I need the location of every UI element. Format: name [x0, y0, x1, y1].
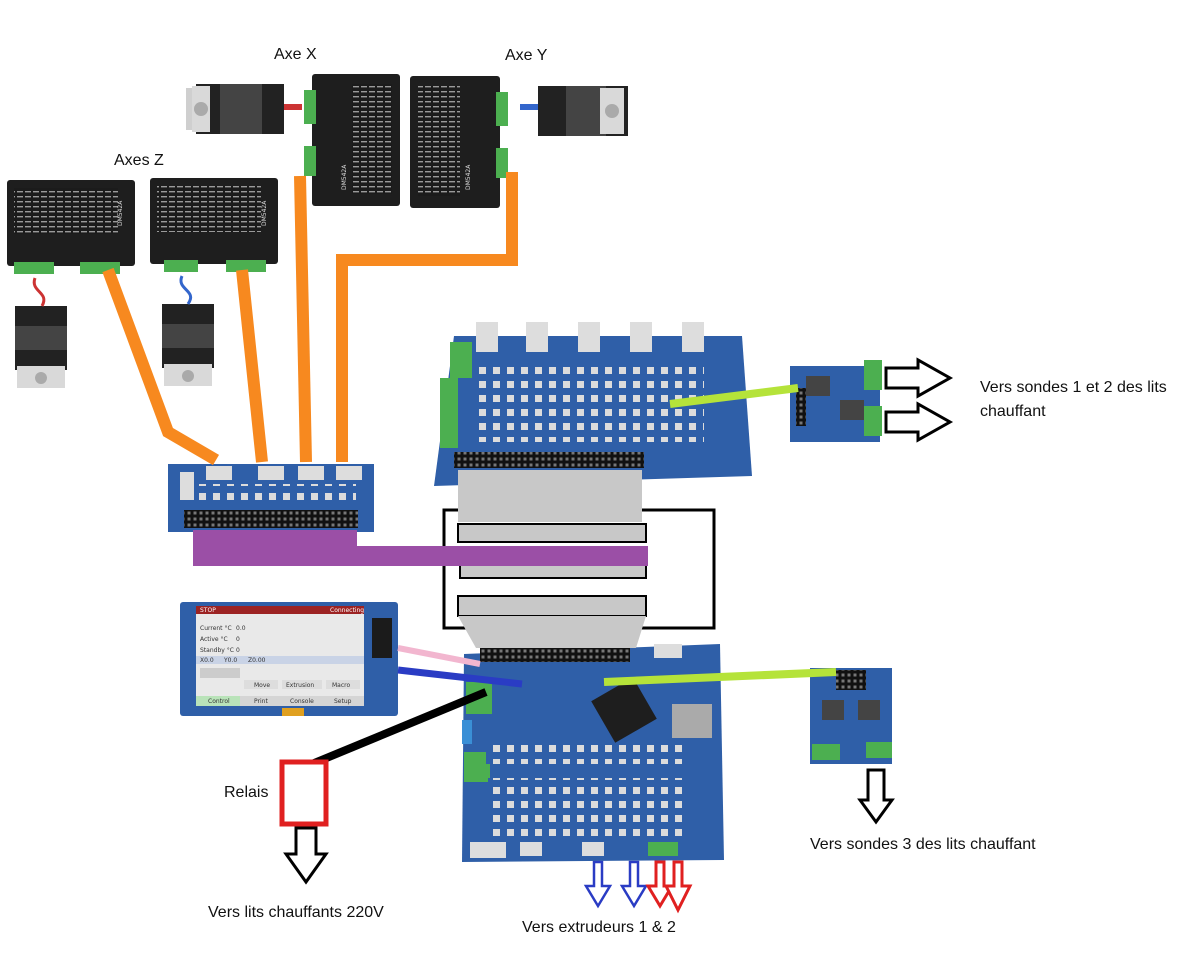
- label-axe-y: Axe Y: [505, 47, 548, 64]
- arrow-extrudeur-blue-2-icon: [619, 860, 649, 909]
- arrow-extrudeur-red-1-icon: [645, 860, 675, 909]
- driver-y: DM542A: [410, 76, 508, 208]
- tft-val-active: 0: [236, 636, 240, 643]
- arrow-sondes-3-icon: [857, 768, 895, 825]
- tft-display: STOP Connecting Current °C Active °C Sta…: [180, 602, 398, 716]
- relay-box: [279, 759, 329, 827]
- purple-ribbon-extension: [357, 546, 648, 566]
- tft-btn-extrusion: Extrusion: [286, 682, 314, 689]
- expansion-board: [434, 322, 752, 486]
- tft-tab-setup: Setup: [334, 698, 352, 705]
- driver-z2-model: DM542A: [261, 200, 268, 226]
- breakout-board: [168, 464, 374, 532]
- label-relais: Relais: [224, 784, 269, 801]
- sensor-board-2: [810, 668, 892, 764]
- label-lits-220v: Vers lits chauffants 220V: [208, 904, 384, 921]
- sensor-board-1: [790, 360, 882, 442]
- driver-z1: DM542A: [7, 180, 135, 274]
- stepper-motor-y: [520, 86, 628, 136]
- stepper-motor-z1: [15, 277, 67, 388]
- tft-val-standby: 0: [236, 647, 240, 654]
- tft-status: Connecting: [330, 607, 364, 614]
- tft-btn-move: Move: [254, 682, 270, 689]
- tft-row-active: Active °C: [200, 636, 228, 643]
- stepper-motor-x: [186, 84, 302, 134]
- tft-tab-print: Print: [254, 698, 268, 705]
- tft-coord-y: Y0.0: [223, 657, 237, 664]
- label-axes-z: Axes Z: [114, 152, 164, 169]
- driver-x-model: DM542A: [341, 164, 348, 190]
- driver-x: DM542A: [304, 74, 400, 206]
- purple-ribbon: [193, 530, 357, 566]
- label-axe-x: Axe X: [274, 46, 317, 63]
- green-wire-bottom: [603, 668, 837, 686]
- tft-coord-x: X0.0: [200, 657, 214, 664]
- stepper-motor-z2: [162, 275, 214, 386]
- tft-stop-label: STOP: [200, 607, 216, 614]
- arrow-extrudeur-blue-1-icon: [583, 860, 613, 909]
- tft-coord-z: Z0.00: [248, 657, 266, 664]
- driver-z2: DM542A: [150, 178, 278, 272]
- arrow-sondes-2-icon: [884, 401, 954, 443]
- tft-tab-console: Console: [290, 698, 314, 705]
- tft-val-current: 0.0: [236, 625, 246, 632]
- label-extrudeurs: Vers extrudeurs 1 & 2: [522, 919, 676, 936]
- arrow-extrudeur-red-2-icon: [663, 860, 693, 914]
- green-wire-top: [669, 384, 799, 408]
- main-board: [462, 644, 724, 862]
- arrow-lits-icon: [283, 826, 329, 885]
- tft-row-standby: Standby °C: [200, 647, 234, 654]
- tft-btn-macro: Macro: [332, 682, 350, 689]
- label-sondes-1-2: Vers sondes 1 et 2 des lits chauffant: [980, 379, 1167, 420]
- blue-wire: [397, 666, 523, 688]
- black-wire: [310, 688, 488, 768]
- tft-row-current: Current °C: [200, 625, 232, 632]
- driver-y-model: DM542A: [465, 164, 472, 190]
- pink-wire: [397, 645, 481, 667]
- orange-wires: [102, 172, 518, 466]
- arrow-sondes-1-icon: [884, 357, 954, 399]
- driver-z1-model: DM542A: [117, 200, 124, 226]
- tft-tab-control: Control: [208, 698, 230, 705]
- label-sondes-3: Vers sondes 3 des lits chauffant: [810, 836, 1036, 853]
